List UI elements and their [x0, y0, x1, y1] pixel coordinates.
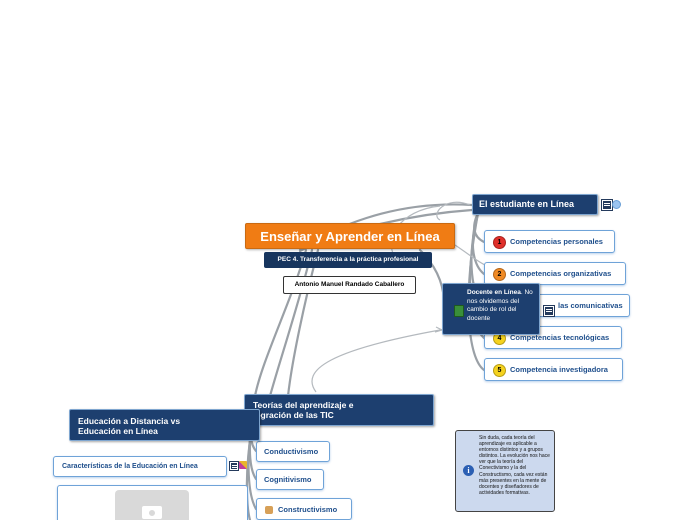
theories-topic-line1: Teorías del aprendizaje e [253, 400, 354, 410]
thumbs-up-icon [265, 506, 273, 515]
competency-label: Competencias organizativas [510, 269, 612, 278]
competency-item-2[interactable]: 2 Competencias organizativas [484, 262, 626, 285]
relationship-arrow-2 [311, 329, 441, 393]
competency-label: las comunicativas [558, 301, 623, 310]
student-topic-label: El estudiante en Línea [479, 199, 575, 209]
characteristics-label: Características de la Educación en Línea [62, 463, 198, 470]
teacher-callout-title: Docente en Línea [467, 289, 521, 296]
priority-2-icon: 2 [493, 267, 506, 281]
collapse-dot-icon[interactable] [612, 200, 621, 209]
competency-label: Competencias tecnológicas [510, 333, 610, 342]
theory-label: Cognitivismo [264, 475, 312, 484]
theory-item-constructivismo[interactable]: Constructivismo [256, 498, 352, 520]
theories-topic[interactable]: Teorías del aprendizaje e tegración de l… [244, 394, 434, 426]
competency-label: Competencia investigadora [510, 365, 608, 374]
priority-1-icon: 1 [493, 235, 506, 249]
theory-label: Conductivismo [264, 447, 319, 456]
attachment-icon[interactable] [239, 461, 247, 469]
central-topic[interactable]: Enseñar y Aprender en Línea [245, 223, 455, 249]
theory-item-cognitivismo[interactable]: Cognitivismo [256, 469, 324, 490]
distance-topic-line1: Educación a Distancia vs [78, 416, 181, 426]
teacher-callout-text: . No nos olvidemos del cambio de rol del… [467, 289, 533, 322]
author-label[interactable]: Antonio Manuel Randado Caballero [283, 276, 416, 294]
info-icon: i [463, 465, 474, 476]
theory-label: Constructivismo [278, 505, 338, 514]
note-icon[interactable] [602, 200, 612, 210]
competency-label: Competencias personales [510, 237, 603, 246]
competency-item-5[interactable]: 5 Competencia investigadora [484, 358, 623, 381]
characteristics-item[interactable]: Características de la Educación en Línea [53, 456, 227, 477]
distance-topic-line2: Educación en Línea [78, 426, 158, 436]
book-icon [454, 305, 464, 317]
note-text: Sin duda, cada teoría del aprendizaje es… [479, 435, 550, 496]
competency-item-1[interactable]: 1 Competencias personales [484, 230, 615, 253]
theories-topic-line2: tegración de las TIC [253, 410, 334, 420]
theory-item-conductivismo[interactable]: Conductivismo [256, 441, 330, 462]
central-subtitle[interactable]: PEC 4. Transferencia a la práctica profe… [264, 252, 432, 268]
note-icon[interactable] [230, 462, 238, 470]
camera-icon [142, 506, 162, 519]
priority-5-icon: 5 [493, 363, 506, 377]
note-icon[interactable] [544, 306, 554, 316]
distance-education-topic[interactable]: Educación a Distancia vs Educación en Lí… [69, 409, 260, 441]
student-topic[interactable]: El estudiante en Línea [472, 194, 598, 215]
